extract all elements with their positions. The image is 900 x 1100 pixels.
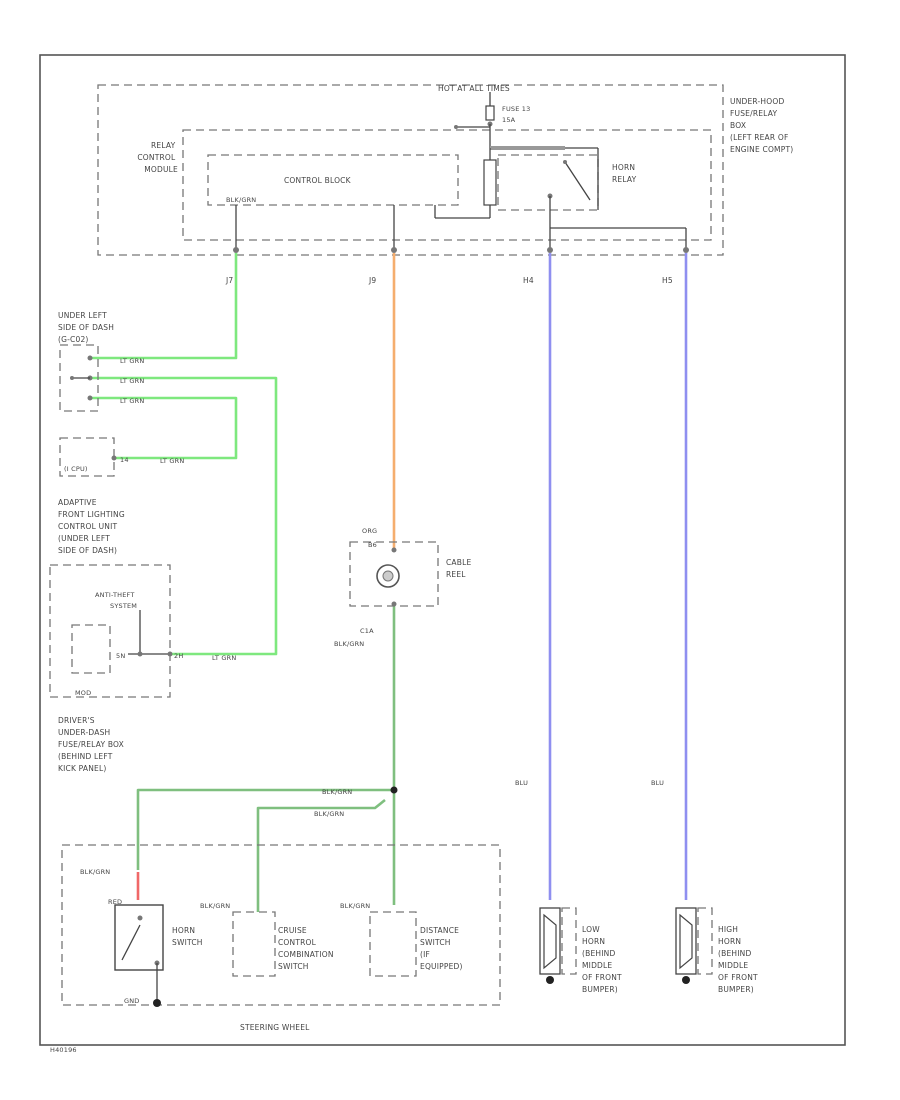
wire-lt-grn-cpu bbox=[92, 396, 238, 460]
drivers-fuse-box-label: DRIVER'S UNDER-DASH FUSE/RELAY BOX (BEHI… bbox=[58, 716, 127, 773]
cable-reel-label: CABLE REEL bbox=[446, 558, 474, 579]
horn-switch-top-terminal bbox=[137, 915, 143, 921]
org-wire-label: ORG bbox=[362, 527, 377, 535]
wire-lt-grn-anti-theft bbox=[92, 376, 278, 656]
anti-theft-label: ANTI-THEFT SYSTEM bbox=[95, 591, 137, 610]
cpu-label: (I CPU) bbox=[64, 465, 88, 473]
distance-switch-outline bbox=[369, 911, 417, 977]
fuse-label: FUSE 13 bbox=[502, 105, 530, 113]
diagram-border bbox=[39, 54, 846, 1046]
high-horn-icon bbox=[679, 913, 693, 970]
cruise-control-switch-outline bbox=[232, 911, 276, 977]
wire-lt-grn-label-1: LT GRN bbox=[120, 357, 144, 365]
blu-wire-label-1: BLU bbox=[515, 779, 528, 787]
cable-reel-pin-c1a bbox=[391, 601, 397, 607]
splice-wire-label-2: BLK/GRN bbox=[314, 810, 344, 818]
pin-h5-label: H5 bbox=[662, 276, 673, 285]
horn-switch-ground-icon bbox=[153, 999, 161, 1007]
fuse-rating-label: 15A bbox=[502, 116, 516, 124]
high-horn-ground-icon bbox=[682, 976, 690, 984]
low-horn-body bbox=[539, 907, 561, 975]
high-horn-outline bbox=[697, 907, 713, 975]
relay-contact-pivot bbox=[563, 160, 567, 164]
low-horn-ground-icon bbox=[546, 976, 554, 984]
cpu-pin-label: 14 bbox=[120, 456, 129, 464]
horn-relay-label: HORN RELAY bbox=[612, 163, 638, 184]
control-block-label: CONTROL BLOCK bbox=[284, 176, 352, 185]
g-c02-pin-1 bbox=[87, 355, 93, 361]
gnd-label: GND bbox=[124, 997, 140, 1005]
high-horn-label: HIGH HORN (BEHIND MIDDLE OF FRONT BUMPER… bbox=[718, 925, 760, 994]
wire-lt-grn-label-3: LT GRN bbox=[120, 397, 144, 405]
splice-wire-label-1: BLK/GRN bbox=[322, 788, 352, 796]
high-horn-body bbox=[675, 907, 697, 975]
pin-5n bbox=[137, 651, 143, 657]
cable-reel-pin-b6 bbox=[391, 547, 397, 553]
afl-control-unit-label: ADAPTIVE FRONT LIGHTING CONTROL UNIT (UN… bbox=[58, 498, 127, 555]
fuse-13 bbox=[485, 105, 495, 121]
wire-blk-grn-horn-switch bbox=[136, 788, 394, 870]
wire-lt-grn-label-4: LT GRN bbox=[160, 457, 184, 465]
cruise-switch-label: CRUISE CONTROL COMBINATION SWITCH bbox=[278, 926, 336, 971]
g-c02-ground-point bbox=[70, 376, 74, 380]
low-horn-outline bbox=[561, 907, 577, 975]
pin-j7-label: J7 bbox=[225, 276, 233, 285]
low-horn-label: LOW HORN (BEHIND MIDDLE OF FRONT BUMPER) bbox=[582, 925, 624, 994]
relay-contact-arm bbox=[564, 161, 591, 201]
steering-wheel-label: STEERING WHEEL bbox=[240, 1023, 310, 1032]
wire-lt-grn-label-2: LT GRN bbox=[120, 377, 144, 385]
horn-switch-contact bbox=[121, 924, 141, 961]
diagram-id-label: H40196 bbox=[50, 1046, 77, 1054]
pin-b6-label: B6 bbox=[368, 541, 377, 549]
horn-switch-box bbox=[114, 904, 164, 971]
wire-j7-lt-grn bbox=[92, 253, 238, 360]
ground-connector-g-c02 bbox=[59, 344, 99, 412]
connector-j7 bbox=[233, 247, 239, 253]
hot-at-all-times-label: HOT AT ALL TIMES bbox=[438, 84, 510, 93]
connector-h5 bbox=[683, 247, 689, 253]
under-hood-box-label: UNDER-HOOD FUSE/RELAY BOX (LEFT REAR OF … bbox=[730, 97, 793, 154]
horn-switch-label: HORN SWITCH bbox=[172, 926, 203, 947]
horn-switch-wire-label: BLK/GRN bbox=[80, 868, 110, 876]
g-c02-pin-3 bbox=[87, 395, 93, 401]
wire-blk-grn-cruise bbox=[256, 798, 386, 912]
cpu-pin-14 bbox=[111, 455, 117, 461]
fuse-branch-terminal bbox=[454, 125, 458, 129]
drivers-fuse-box-outline bbox=[49, 564, 171, 698]
splice-point bbox=[390, 786, 398, 794]
wire-lt-grn-label-5: LT GRN bbox=[212, 654, 236, 662]
colored-wires bbox=[92, 253, 688, 912]
blu-wire-label-2: BLU bbox=[651, 779, 664, 787]
distance-wire-label: BLK/GRN bbox=[340, 902, 370, 910]
relay-control-module-label: RELAY CONTROL MODULE bbox=[137, 141, 178, 174]
relay-coil bbox=[483, 159, 497, 206]
pin-5n-label: 5N bbox=[116, 652, 125, 660]
pin-h4-label: H4 bbox=[523, 276, 534, 285]
pin-2h-label: 2H bbox=[174, 652, 183, 660]
pin-j9-label: J9 bbox=[368, 276, 376, 285]
under-hood-fuse-box-outline bbox=[97, 84, 724, 256]
control-block-outline bbox=[207, 154, 459, 206]
mod-label: MOD bbox=[75, 689, 91, 697]
reel-wire-label: BLK/GRN bbox=[334, 640, 364, 648]
relay-control-module-outline bbox=[182, 129, 712, 241]
cable-reel-hub-icon bbox=[382, 570, 394, 582]
anti-theft-module-outline bbox=[71, 624, 111, 674]
connector-h4 bbox=[547, 247, 553, 253]
control-block-wire-label: BLK/GRN bbox=[226, 196, 256, 204]
connector-j9 bbox=[391, 247, 397, 253]
red-wire-label: RED bbox=[108, 898, 122, 906]
pin-c1a-label: C1A bbox=[360, 627, 374, 635]
under-left-dash-label: UNDER LEFT SIDE OF DASH (G-C02) bbox=[58, 311, 117, 344]
cruise-wire-label: BLK/GRN bbox=[200, 902, 230, 910]
distance-switch-label: DISTANCE SWITCH (IF EQUIPPED) bbox=[420, 926, 463, 971]
pin-2h bbox=[167, 651, 173, 657]
low-horn-icon bbox=[543, 913, 557, 970]
